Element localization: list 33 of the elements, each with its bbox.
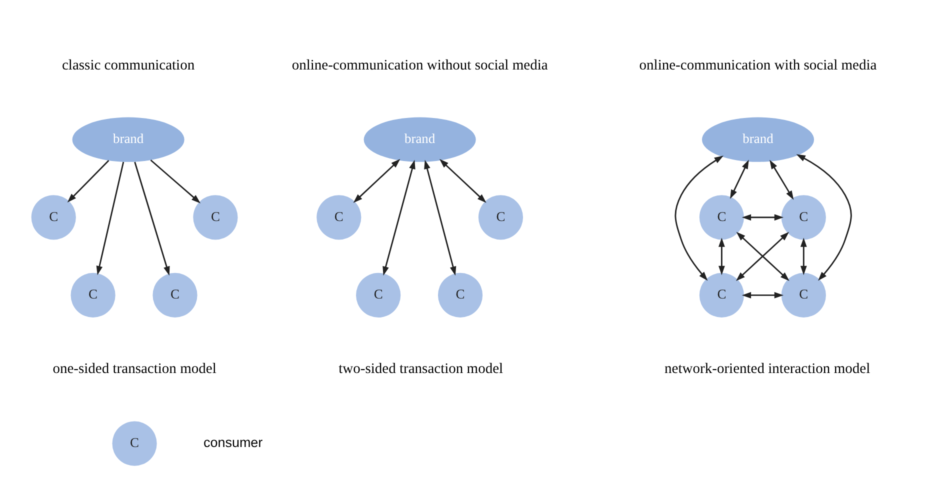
label: two-sided transaction model — [338, 360, 503, 377]
node-circle: C — [192, 194, 238, 240]
arrow — [66, 160, 109, 202]
arrow — [438, 158, 486, 202]
label: online-communication with social media — [638, 56, 876, 73]
arrow — [741, 292, 784, 298]
arrow — [730, 159, 748, 198]
arrow — [741, 214, 784, 220]
label: online-communication without social media — [291, 56, 548, 73]
arrow — [796, 154, 852, 280]
arrow — [424, 159, 456, 276]
label: one-sided transaction model — [52, 360, 216, 377]
arrow — [800, 237, 806, 275]
label: classic communication — [62, 56, 194, 73]
arrow — [134, 161, 170, 276]
arrow — [674, 155, 724, 280]
node-circle: C — [356, 272, 400, 317]
arrow — [150, 159, 200, 203]
label: network-oriented interaction model — [664, 360, 870, 377]
node-circle: C — [152, 272, 197, 317]
node-circle: C — [30, 194, 76, 240]
arrow — [718, 237, 724, 275]
node-circle: C — [437, 272, 482, 317]
node-circle: C — [70, 272, 115, 317]
node-label: consumer — [203, 434, 262, 450]
node-circle: C — [112, 420, 156, 466]
node-ellipse: brand — [363, 116, 476, 162]
arrow — [382, 159, 415, 276]
arrow — [96, 161, 124, 275]
arrow — [352, 158, 400, 202]
arrow — [769, 159, 794, 200]
node-ellipse: brand — [72, 116, 184, 162]
node-circle: C — [698, 194, 744, 240]
